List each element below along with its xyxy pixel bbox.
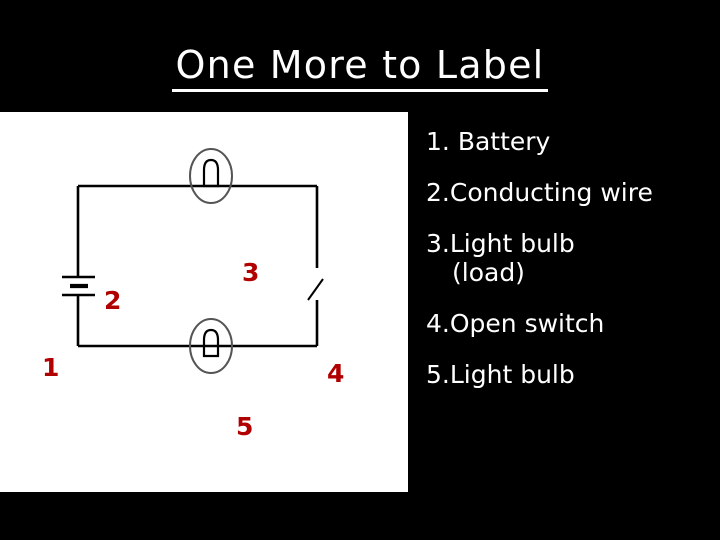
wire-loop-icon xyxy=(76,184,319,348)
legend-item-3: 3.Light bulb (load) xyxy=(426,229,714,287)
light-bulb-icon-top xyxy=(189,148,233,204)
legend-item-3-continuation: (load) xyxy=(452,258,525,287)
open-switch-icon xyxy=(307,278,324,301)
callout-4-open-switch: 4 xyxy=(327,359,345,388)
legend-item-4: 4.Open switch xyxy=(426,309,714,338)
callout-1-battery: 1 xyxy=(42,353,60,382)
legend-list: 1. Battery 2.Conducting wire 3.Light bul… xyxy=(426,127,714,411)
page-title-text: One More to Label xyxy=(171,44,549,92)
light-bulb-icon-bottom xyxy=(189,318,233,374)
legend-item-1: 1. Battery xyxy=(426,127,714,156)
legend-item-4-label: Open switch xyxy=(449,309,605,338)
legend-item-2: 2.Conducting wire xyxy=(426,178,714,207)
page-title: One More to Label xyxy=(0,44,720,92)
circuit-diagram-panel: 1 2 3 4 5 xyxy=(0,112,408,492)
callout-2-conducting-wire: 2 xyxy=(104,286,122,315)
circuit-schematic xyxy=(62,148,324,374)
legend-item-5-number: 5. xyxy=(426,360,450,389)
legend-item-1-label: Battery xyxy=(457,127,551,156)
legend-item-3-label: Light bulb xyxy=(449,229,575,258)
battery-icon xyxy=(62,275,95,297)
legend-item-5: 5.Light bulb xyxy=(426,360,714,389)
legend-item-4-number: 4. xyxy=(426,309,450,338)
callout-3-light-bulb-top: 3 xyxy=(242,258,260,287)
legend-item-2-number: 2. xyxy=(426,178,450,207)
callout-5-light-bulb-bottom: 5 xyxy=(236,412,254,441)
legend-item-2-label: Conducting wire xyxy=(449,178,653,207)
legend-item-1-number: 1. xyxy=(426,127,450,156)
legend-item-3-number: 3. xyxy=(426,229,450,258)
legend-item-5-label: Light bulb xyxy=(449,360,575,389)
